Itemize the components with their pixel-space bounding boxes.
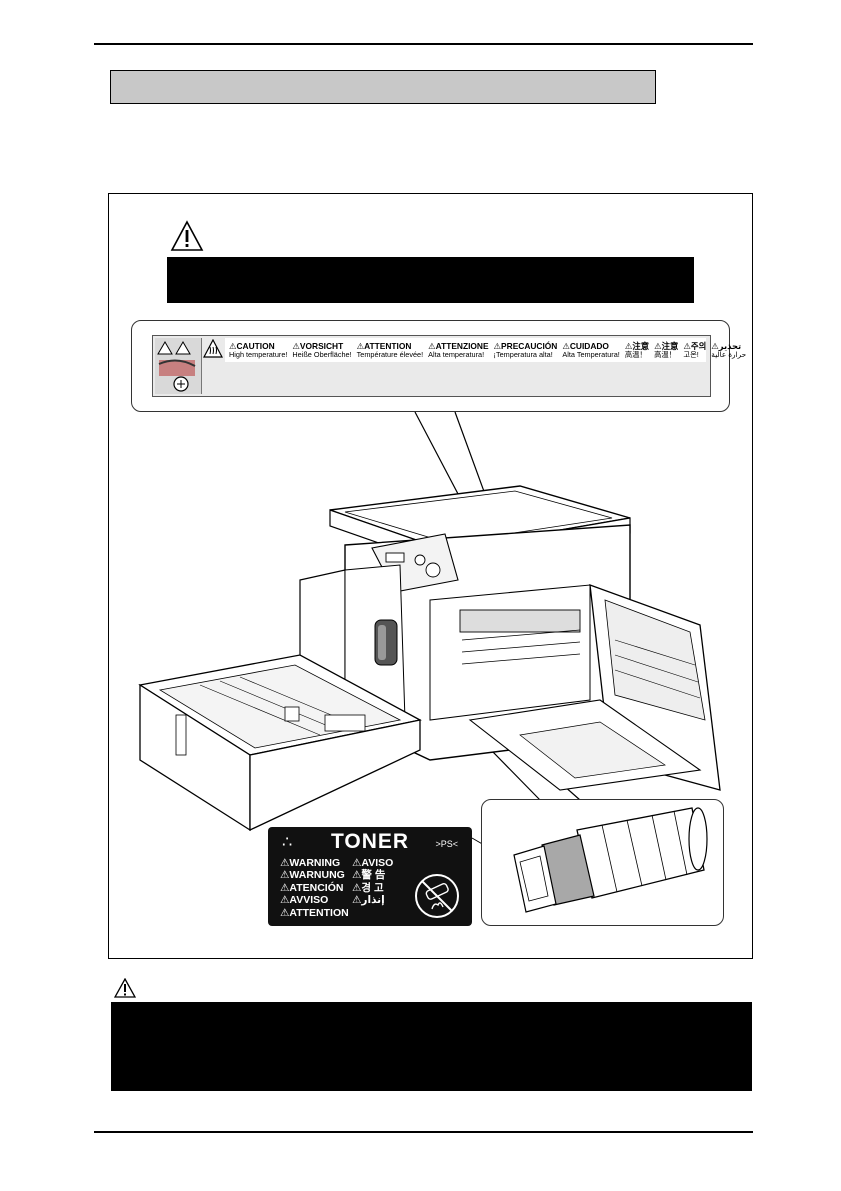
caution-text: 高温！: [624, 350, 647, 360]
caution-text: High temperature!: [229, 350, 288, 360]
caution-heading: ⚠注意: [624, 340, 650, 351]
toner-warning-item: ⚠ATTENTION: [280, 906, 349, 919]
toner-warning-item: ⚠WARNING: [280, 857, 341, 869]
hot-surface-icon: [155, 338, 202, 394]
caution-heading: ⚠VORSICHT: [292, 340, 344, 351]
warning-triangle-icon: [170, 220, 204, 251]
caution-text: Alta temperatura!: [428, 350, 485, 360]
caution-heading: ⚠CAUTION: [229, 340, 275, 351]
caution-heading: ⚠PRECAUCIÓN: [493, 340, 558, 351]
section-heading-bar: [110, 70, 656, 104]
toner-warning-item: ⚠경 고: [352, 881, 384, 894]
caution-heading: ⚠ATTENZIONE: [428, 340, 489, 351]
toner-warning-item: ⚠WARNUNG: [280, 869, 345, 882]
warning-text-band: [167, 257, 694, 303]
toner-warning-item: ⚠警 告: [352, 869, 386, 882]
toner-warning-list-left: ⚠WARNING⚠WARNUNG⚠ATENCIÓN⚠AVVISO⚠ATTENTI…: [280, 857, 349, 919]
header-rule: [94, 43, 753, 45]
toner-warning-item: ⚠ATENCIÓN: [280, 881, 344, 894]
caution-heading: ⚠CUIDADO: [562, 340, 609, 351]
caution-text: 고온!: [683, 350, 699, 360]
toner-label-code: >PS<: [435, 839, 458, 849]
toner-warning-item: ⚠AVISO: [352, 857, 394, 869]
caution-heading: ⚠تحذير: [711, 340, 742, 351]
footer-rule: [94, 1131, 753, 1133]
caution-language-item: ⚠PRECAUCIÓN¡Temperatura alta!: [493, 340, 558, 360]
no-fire-icon: [415, 874, 459, 918]
caution-heading: ⚠주의: [683, 340, 707, 351]
toner-warning-list-right: ⚠AVISO⚠警 告⚠경 고⚠إنذار: [352, 857, 393, 907]
figure-frame: [108, 193, 753, 959]
hot-surface-icon: [203, 339, 223, 358]
caution-language-item: ⚠注意高温！: [654, 340, 679, 360]
caution-heading: ⚠注意: [654, 340, 679, 351]
toner-dots-icon: ∴: [282, 834, 293, 851]
caution-language-item: ⚠注意高温！: [624, 340, 650, 360]
caution-text: حرارة عالية: [711, 350, 747, 360]
warning-triangle-icon: [114, 978, 136, 998]
caution-heading: ⚠ATTENTION: [356, 340, 412, 351]
caution-text: 高温！: [654, 350, 676, 360]
caution-text: Température élevée!: [356, 350, 424, 360]
toner-warning-label: ∴ TONER >PS< ⚠WARNING⚠WARNUNG⚠ATENCIÓN⚠A…: [268, 827, 472, 926]
toner-warning-item: ⚠AVVISO: [280, 894, 329, 907]
toner-bottle-callout: [481, 799, 724, 926]
warning-text-band: [111, 1002, 752, 1091]
toner-bottle-icon: [513, 807, 708, 913]
toner-warning-item: ⚠إنذار: [352, 894, 385, 907]
caution-text: Heiße Oberfläche!: [292, 350, 352, 360]
toner-label-title: TONER: [330, 830, 410, 853]
caution-text: ¡Temperatura alta!: [493, 350, 553, 360]
caution-text: Alta Temperatura!: [562, 350, 620, 360]
